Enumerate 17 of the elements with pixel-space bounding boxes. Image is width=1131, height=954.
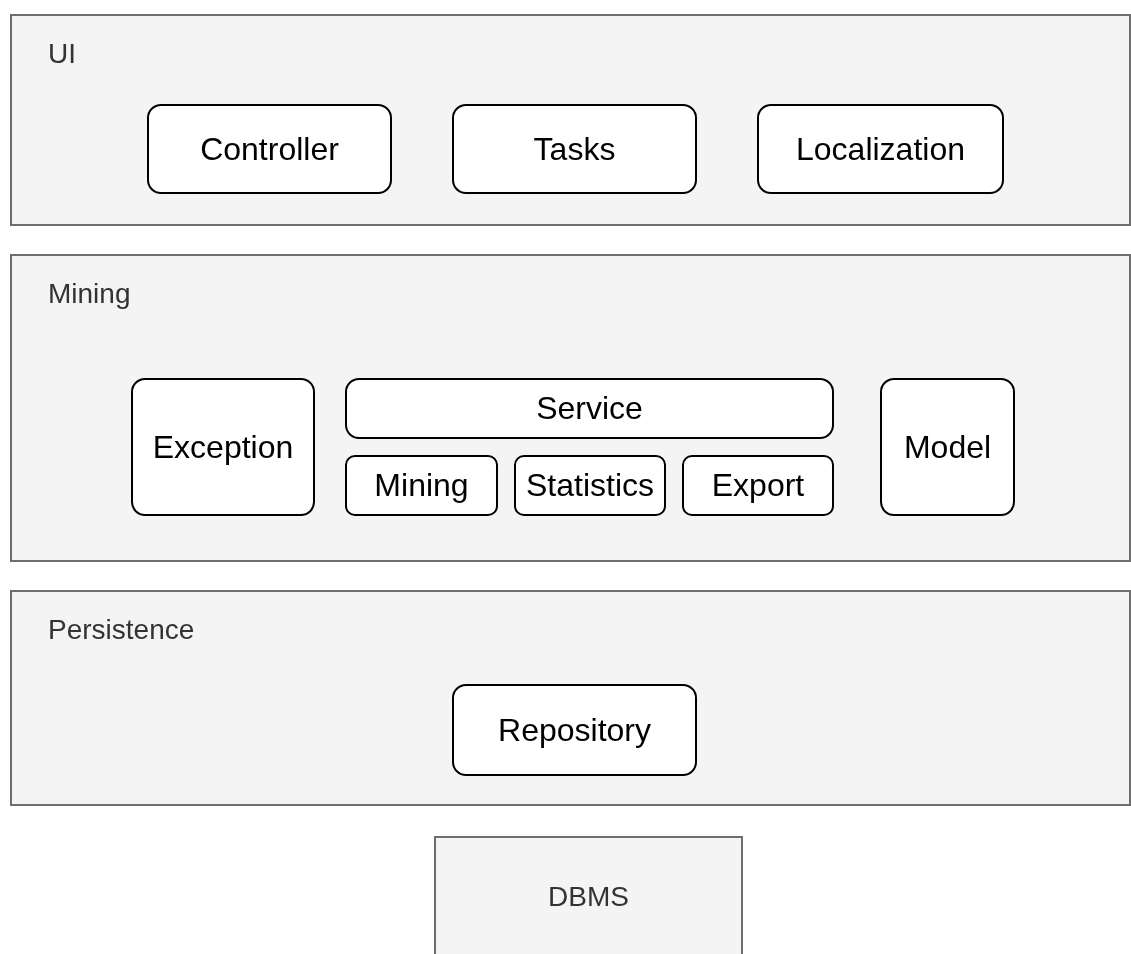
database-box: DBMS [434,836,743,954]
component-box: Model [880,378,1015,516]
layer-title: UI [48,38,76,70]
component-box: Mining [345,455,498,516]
layer-panel [10,14,1131,226]
component-box: Tasks [452,104,697,194]
component-box: Exception [131,378,315,516]
component-box: Export [682,455,834,516]
layer-title: Mining [48,278,131,310]
layer-panel [10,254,1131,562]
layer-title: Persistence [48,614,195,646]
layer-panel [10,590,1131,806]
component-box: Repository [452,684,697,776]
component-box: Service [345,378,834,439]
component-box: Localization [757,104,1004,194]
component-box: Statistics [514,455,666,516]
component-box: Controller [147,104,392,194]
